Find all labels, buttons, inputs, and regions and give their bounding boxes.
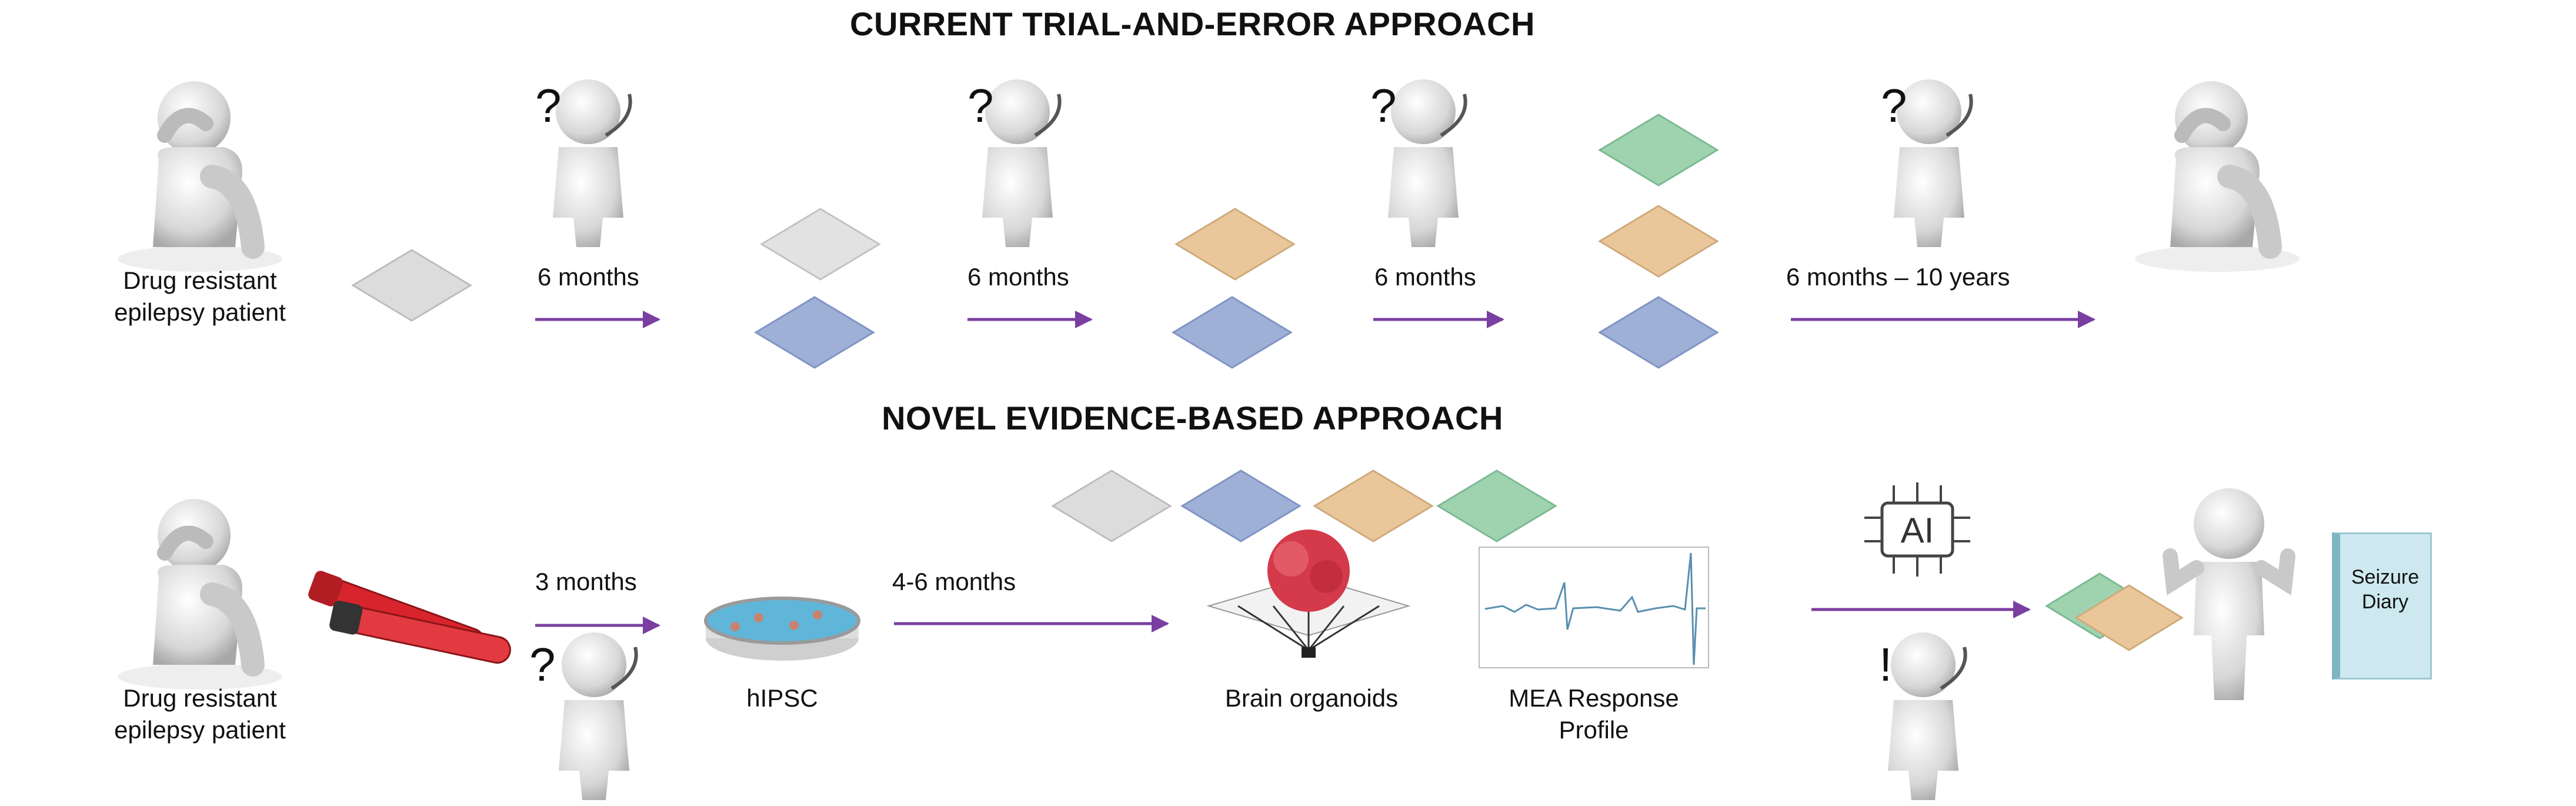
mea-trace-chart [1479, 547, 1709, 668]
doctor-icon-1 [553, 79, 632, 247]
hipsc-label: hIPSC [746, 684, 818, 712]
ai-chip-icon: AI [1864, 482, 1970, 577]
doctor-question-mark: ? [1881, 79, 1907, 132]
pill-pack-orange-icon [2074, 584, 2184, 651]
pill-pack-orange-icon [1313, 469, 1434, 542]
doctor-icon-5 [559, 632, 638, 800]
blood-tube-icon [308, 571, 511, 664]
ai-label: AI [1901, 511, 1934, 550]
duration-label: 6 months [967, 263, 1069, 291]
doctor-question-mark: ? [529, 638, 556, 691]
seizure-diary-book: Seizure Diary [2332, 532, 2432, 680]
pill-pack-white-icon [1051, 469, 1172, 542]
pill-pack-green-icon [1598, 114, 1719, 186]
pill-pack-blue-icon [1180, 469, 1302, 542]
pill-pack-orange-icon [1174, 208, 1296, 281]
sad-patient-icon [118, 499, 282, 690]
doctor-icon-4 [1894, 79, 1973, 247]
duration-label: 6 months – 10 years [1786, 263, 2010, 291]
doctor-exclamation-mark: ! [1879, 638, 1893, 691]
pill-pack-blue-icon [1598, 296, 1719, 369]
duration-label: 6 months [1374, 263, 1476, 291]
petri-dish-icon [704, 597, 860, 661]
doctor-question-mark: ? [967, 79, 994, 132]
patient-label-row2: Drug resistant epilepsy patient [114, 684, 286, 744]
sad-patient-icon [118, 81, 282, 272]
mea-response-label: MEA Response Profile [1509, 684, 1679, 744]
doctor-question-mark: ? [535, 79, 562, 132]
happy-patient-icon [2163, 488, 2295, 700]
brain-organoids-label: Brain organoids [1224, 684, 1399, 712]
title-novel-approach: NOVEL EVIDENCE-BASED APPROACH [882, 399, 1503, 437]
pill-pack-blue-icon [1172, 296, 1293, 369]
doctor-icon-3 [1388, 79, 1467, 247]
sad-patient-end-icon [2135, 81, 2300, 272]
duration-label: 6 months [538, 263, 639, 291]
duration-label: 4-6 months [892, 568, 1016, 595]
doctor-icon-2 [982, 79, 1062, 247]
title-current-approach: CURRENT TRIAL-AND-ERROR APPROACH [850, 5, 1535, 42]
seizure-diary-label: Seizure Diary [2351, 566, 2420, 613]
pill-pack-white-icon [760, 208, 881, 281]
pill-pack-blue-icon [754, 296, 875, 369]
duration-label: 3 months [535, 568, 637, 595]
doctor-icon-6 [1888, 632, 1967, 800]
patient-label-row1: Drug resistant epilepsy patient [114, 267, 286, 326]
pill-pack-orange-icon [1598, 205, 1719, 278]
brain-organoid-icon [1206, 529, 1411, 658]
pill-pack-green-icon [1436, 469, 1557, 542]
doctor-question-mark: ? [1370, 79, 1397, 132]
pill-pack-white-icon [351, 249, 472, 322]
